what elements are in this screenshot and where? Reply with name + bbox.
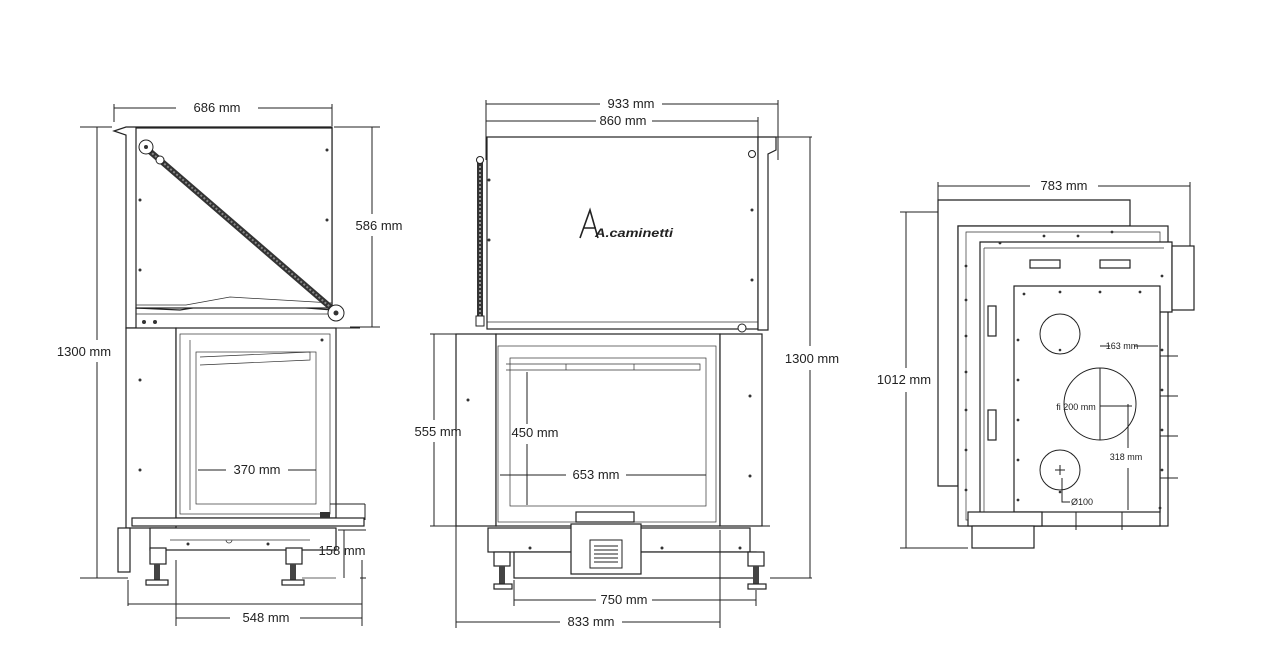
top-view: 783 mm 1012 mm: [877, 178, 1195, 549]
front-outer-width-label: 933 mm: [608, 96, 655, 111]
side-glass-width-label: 370 mm: [234, 462, 281, 477]
side-view: 686 mm 1300 mm 586 mm: [57, 100, 403, 626]
front-hood-width-label: 860 mm: [600, 113, 647, 128]
side-hood-height-label: 586 mm: [356, 218, 403, 233]
front-leg-span-label: 750 mm: [601, 592, 648, 607]
front-view: 933 mm 860 mm A.caminetti: [415, 96, 840, 629]
front-height-label: 1300 mm: [785, 351, 839, 366]
top-air-inlet-label: Ø100: [1071, 497, 1093, 507]
front-base-width-label: 833 mm: [568, 614, 615, 629]
top-flue-diameter-label: fi 200 mm: [1056, 402, 1096, 412]
side-leg-height-label: 158 mm: [319, 543, 366, 558]
top-width-label: 783 mm: [1041, 178, 1088, 193]
side-height-label: 1300 mm: [57, 344, 111, 359]
brand-logo: A.caminetti: [579, 207, 674, 240]
front-opening-height-label: 555 mm: [415, 424, 462, 439]
top-depth-label: 1012 mm: [877, 372, 931, 387]
front-glass-width-label: 653 mm: [573, 467, 620, 482]
brand-logo-text: A.caminetti: [594, 226, 674, 240]
top-offset-label: 163 mm: [1106, 341, 1139, 351]
top-flue-offset-label: 318 mm: [1110, 452, 1143, 462]
front-glass-height-label: 450 mm: [512, 425, 559, 440]
side-base-depth-label: 548 mm: [243, 610, 290, 625]
side-width-label: 686 mm: [194, 100, 241, 115]
